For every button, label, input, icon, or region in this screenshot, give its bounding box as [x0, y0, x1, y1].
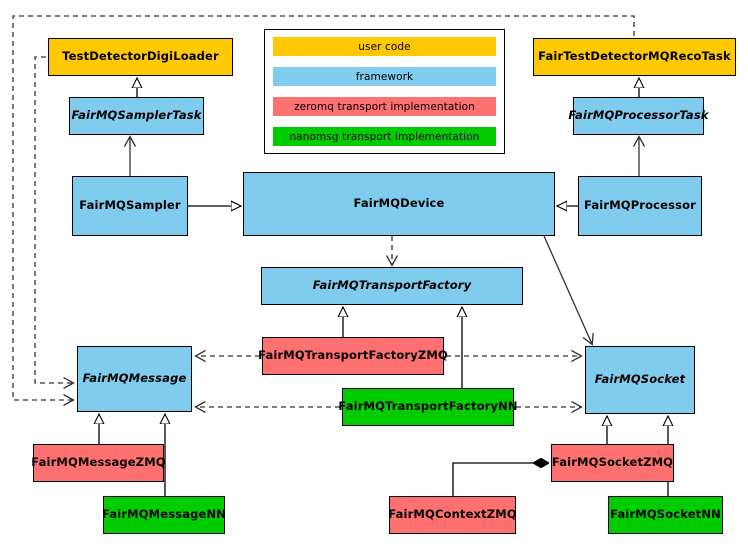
class-label: FairMQDevice: [353, 196, 445, 211]
class-label: FairMQMessageNN: [102, 507, 226, 522]
class-box-fair-mq-processor[interactable]: FairMQProcessor: [578, 176, 702, 236]
legend: user code framework zeromq transport imp…: [264, 29, 505, 154]
edge-device-to-socket: [543, 235, 592, 344]
legend-item-user-code: user code: [273, 37, 496, 56]
class-box-test-detector-digi-loader[interactable]: TestDetectorDigiLoader: [48, 38, 233, 76]
edge-digiloader-to-message: [34, 56, 73, 383]
legend-item-label: framework: [355, 70, 414, 83]
class-label: FairMQSamplerTask: [71, 108, 202, 123]
class-box-fair-mq-socket-zmq[interactable]: FairMQSocketZMQ: [551, 444, 674, 482]
class-label: FairMQSocketZMQ: [551, 455, 674, 470]
legend-item-zeromq: zeromq transport implementation: [273, 97, 496, 116]
class-label: FairTestDetectorMQRecoTask: [538, 49, 731, 64]
edge-contextzmq-to-socketzmq: [452, 463, 534, 496]
class-label: TestDetectorDigiLoader: [62, 49, 219, 64]
class-label: FairMQProcessorTask: [568, 108, 709, 123]
class-box-fair-mq-sampler[interactable]: FairMQSampler: [72, 176, 188, 236]
class-label: FairMQMessageZMQ: [31, 455, 166, 470]
class-box-fair-mq-socket[interactable]: FairMQSocket: [585, 346, 695, 414]
class-box-fair-mq-sampler-task[interactable]: FairMQSamplerTask: [69, 97, 204, 135]
class-label: FairMQTransportFactoryZMQ: [258, 348, 448, 363]
legend-item-label: zeromq transport implementation: [294, 100, 475, 113]
class-label: FairMQSampler: [79, 198, 181, 213]
class-label: FairMQSocketNN: [610, 507, 721, 522]
class-label: FairMQMessage: [82, 371, 187, 386]
legend-item-framework: framework: [273, 67, 496, 86]
class-box-fair-mq-context-zmq[interactable]: FairMQContextZMQ: [388, 496, 517, 534]
legend-item-label: nanomsg transport implementation: [289, 130, 480, 143]
class-box-fair-mq-message[interactable]: FairMQMessage: [77, 346, 192, 412]
legend-item-nanomsg: nanomsg transport implementation: [273, 127, 496, 146]
legend-item-label: user code: [358, 40, 411, 53]
class-label: FairMQContextZMQ: [388, 507, 517, 522]
class-label: FairMQSocket: [594, 372, 686, 387]
class-label: FairMQTransportFactory: [312, 278, 472, 293]
class-box-fair-test-detector-mq-reco-task[interactable]: FairTestDetectorMQRecoTask: [533, 38, 736, 76]
class-box-fair-mq-transport-factory-zmq[interactable]: FairMQTransportFactoryZMQ: [258, 337, 448, 375]
class-label: FairMQProcessor: [584, 198, 696, 213]
class-box-fair-mq-device[interactable]: FairMQDevice: [243, 172, 555, 236]
class-box-fair-mq-transport-factory-nn[interactable]: FairMQTransportFactoryNN: [338, 388, 518, 426]
class-box-fair-mq-message-zmq[interactable]: FairMQMessageZMQ: [31, 444, 166, 482]
class-box-fair-mq-socket-nn[interactable]: FairMQSocketNN: [608, 496, 723, 534]
class-box-fair-mq-transport-factory[interactable]: FairMQTransportFactory: [261, 267, 523, 305]
class-box-fair-mq-message-nn[interactable]: FairMQMessageNN: [102, 496, 226, 534]
class-label: FairMQTransportFactoryNN: [338, 399, 518, 414]
class-box-fair-mq-processor-task[interactable]: FairMQProcessorTask: [568, 97, 708, 135]
